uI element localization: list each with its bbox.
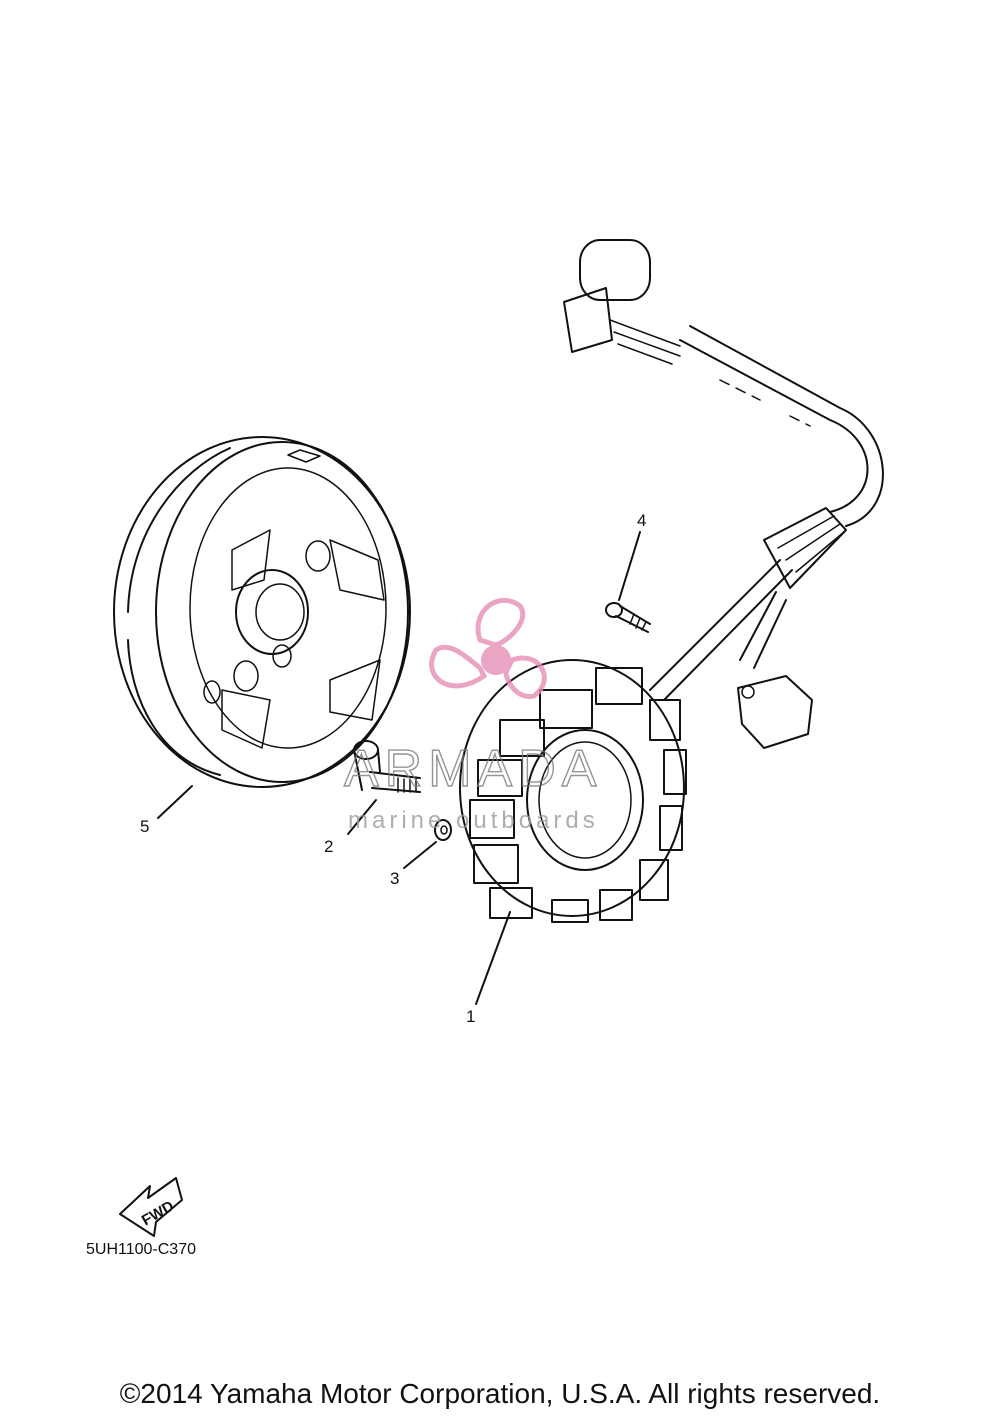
leader-3 xyxy=(403,841,437,869)
fwd-arrow-icon: FWD xyxy=(119,1177,183,1237)
copyright-notice: ©2014 Yamaha Motor Corporation, U.S.A. A… xyxy=(119,1378,881,1409)
callout-2: 2 xyxy=(324,837,333,856)
callout-5: 5 xyxy=(140,817,149,836)
fwd-label: FWD xyxy=(139,1198,177,1230)
watermark-sub: marine outboards xyxy=(348,807,599,834)
leader-5 xyxy=(157,785,193,819)
armada-watermark-logo: ARMADA marine outboards xyxy=(343,598,602,834)
flywheel-rotor xyxy=(113,436,411,819)
stator-assembly xyxy=(459,659,687,1005)
leader-2 xyxy=(347,799,377,835)
callout-1: 1 xyxy=(466,1007,475,1026)
diagram-code: 5UH1100-C370 xyxy=(86,1241,196,1258)
callout-4: 4 xyxy=(637,511,646,530)
pickup-screw xyxy=(605,531,651,633)
washer xyxy=(403,819,452,869)
leader-1 xyxy=(475,911,511,1005)
leader-4 xyxy=(618,531,641,601)
wire-harness xyxy=(563,239,884,749)
rotor-bolt xyxy=(347,740,421,835)
propeller-logo-icon xyxy=(429,598,547,700)
callout-3: 3 xyxy=(390,869,399,888)
watermark-main: ARMADA xyxy=(344,740,602,798)
